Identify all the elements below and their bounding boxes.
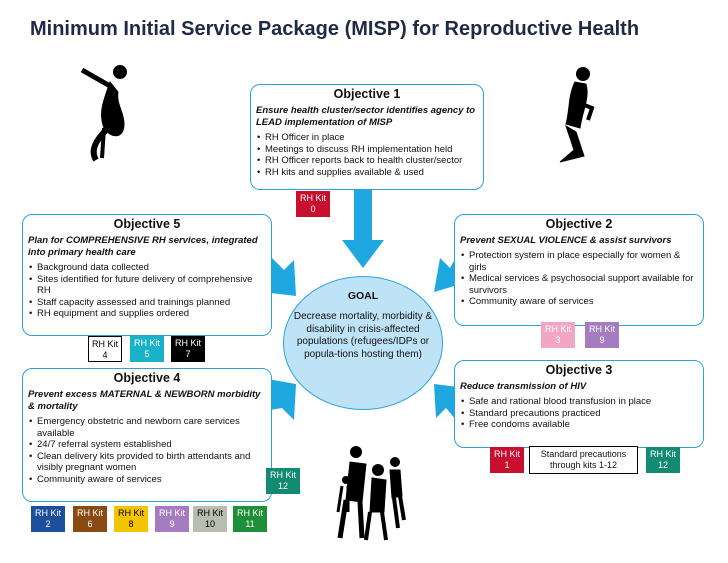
kit-number: 11 (245, 519, 255, 529)
objective-2-box: Objective 2 Prevent SEXUAL VIOLENCE & as… (454, 214, 704, 326)
objective-2-heading: Objective 2 (545, 217, 613, 231)
kit-label: RH Kit (493, 449, 520, 459)
goal-circle: GOAL Decrease mortality, morbidity & dis… (283, 276, 443, 410)
objective-1-box: Objective 1 Ensure health cluster/sector… (250, 84, 484, 190)
list-item: 24/7 referral system established (29, 439, 266, 451)
objective-3-box: Objective 3 Reduce transmission of HIV S… (454, 360, 704, 448)
kit-number: 5 (144, 349, 150, 359)
objective-2-subtitle: Prevent SEXUAL VIOLENCE & assist survivo… (460, 235, 672, 246)
kit-number: 4 (102, 350, 108, 360)
objective-1-heading: Objective 1 (333, 87, 401, 101)
objective-1-list: RH Officer in place Meetings to discuss … (251, 132, 483, 178)
kit-label: RH Kit (299, 193, 326, 203)
kit-number: 12 (277, 481, 288, 491)
list-item: Free condoms available (461, 419, 698, 431)
kit-label: RH Kit (117, 508, 144, 518)
objective-4-list: Emergency obstetric and newborn care ser… (23, 416, 271, 485)
kit-number: 0 (310, 204, 316, 214)
woman-carrying-child-icon (559, 67, 595, 163)
objective-4-box: Objective 4 Prevent excess MATERNAL & NE… (22, 368, 272, 502)
kit-label: RH Kit (34, 508, 61, 518)
list-item: RH equipment and supplies ordered (29, 308, 266, 320)
list-item: Standard precautions practiced (461, 408, 698, 420)
kit-label: RH Kit (133, 338, 160, 348)
list-item: Clean delivery kits provided to birth at… (29, 451, 266, 474)
list-item: Meetings to discuss RH implementation he… (257, 144, 478, 156)
kit-number: 3 (555, 335, 561, 345)
kit-number: 6 (87, 519, 93, 529)
list-item: RH Officer reports back to health cluste… (257, 155, 478, 167)
objective-4-subtitle: Prevent excess MATERNAL & NEWBORN morbid… (28, 389, 261, 412)
list-item: Emergency obstetric and newborn care ser… (29, 416, 266, 439)
kit-label: RH Kit (174, 338, 201, 348)
objective-5-box: Objective 5 Plan for COMPREHENSIVE RH se… (22, 214, 272, 336)
kit-number: 12 (657, 460, 668, 470)
list-item: RH kits and supplies available & used (257, 167, 478, 179)
kit-label: RH Kit (544, 324, 571, 334)
standard-precautions-note: Standard precautions through kits 1-12 (529, 446, 638, 474)
list-item: Safe and rational blood transfusion in p… (461, 396, 698, 408)
kit-label: RH Kit (158, 508, 185, 518)
list-item: Community aware of services (29, 474, 266, 486)
kit-number: 10 (204, 519, 215, 529)
objective-3-subtitle: Reduce transmission of HIV (460, 381, 587, 392)
objective-1-subtitle: Ensure health cluster/sector identifies … (256, 105, 476, 128)
kit-number: 2 (45, 519, 51, 529)
goal-text: Decrease mortality, morbidity & disabili… (293, 311, 433, 360)
kit-number: 7 (185, 349, 191, 359)
objective-4-heading: Objective 4 (113, 371, 181, 385)
kit-number: 8 (128, 519, 134, 529)
list-item: Staff capacity assessed and trainings pl… (29, 297, 266, 309)
list-item: Protection system in place especially fo… (461, 250, 698, 273)
list-item: Background data collected (29, 262, 266, 274)
objective-3-heading: Objective 3 (545, 363, 613, 377)
list-item: Sites identified for future delivery of … (29, 274, 266, 297)
kit-label: RH Kit (269, 470, 296, 480)
page-title: Minimum Initial Service Package (MISP) f… (30, 18, 640, 40)
objective-5-heading: Objective 5 (113, 217, 181, 231)
list-item: Community aware of services (461, 296, 698, 308)
kit-number: 9 (169, 519, 175, 529)
objective-5-subtitle: Plan for COMPREHENSIVE RH services, inte… (28, 235, 258, 258)
kit-label: RH Kit (91, 339, 118, 349)
objective-2-list: Protection system in place especially fo… (455, 250, 703, 308)
list-item: Medical services & psychosocial support … (461, 273, 698, 296)
list-item: RH Officer in place (257, 132, 478, 144)
pregnant-woman-icon (80, 65, 127, 162)
kit-number: 9 (599, 335, 605, 345)
goal-heading: GOAL (347, 290, 379, 302)
kit-label: RH Kit (588, 324, 615, 334)
kit-label: RH Kit (236, 508, 263, 518)
objective-3-list: Safe and rational blood transfusion in p… (455, 396, 703, 431)
kit-label: RH Kit (196, 508, 223, 518)
kit-label: RH Kit (76, 508, 103, 518)
objective-5-list: Background data collected Sites identifi… (23, 262, 271, 320)
group-of-people-icon (336, 446, 406, 541)
kit-label: RH Kit (649, 449, 676, 459)
kit-number: 1 (504, 460, 510, 470)
